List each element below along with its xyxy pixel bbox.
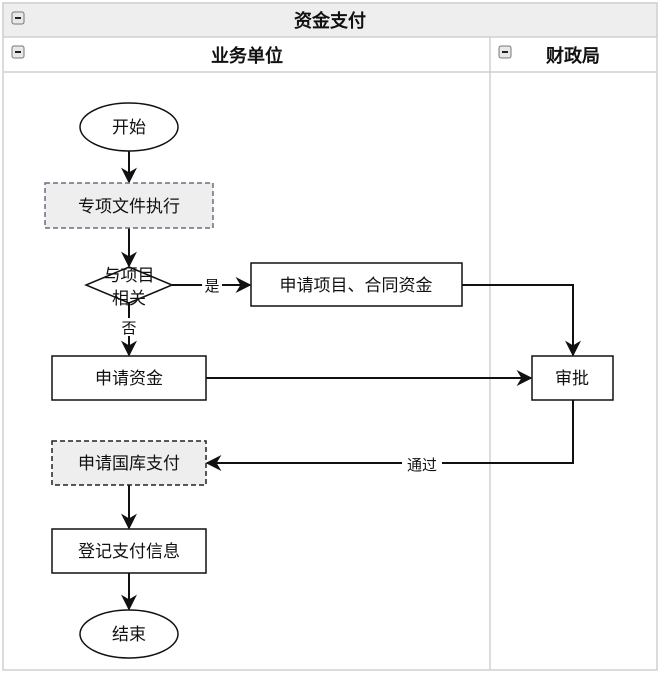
node-start[interactable]: 开始 [79,102,179,152]
node-start-label: 开始 [112,118,146,138]
edge-label-yes: 是 [204,277,219,295]
pool-header [2,2,658,38]
node-special-doc[interactable]: 专项文件执行 [44,182,214,229]
edge-approve-to-treasury [205,400,574,471]
node-apply-project[interactable]: 申请项目、合同资金 [250,262,463,307]
lane-finance-collapse-icon[interactable] [498,45,512,59]
lane-finance-title: 财政局 [546,45,600,67]
node-special-doc-label: 专项文件执行 [78,197,180,217]
node-apply-treasury[interactable]: 申请国库支付 [51,440,207,486]
node-register[interactable]: 登记支付信息 [51,528,207,574]
node-apply-funds-label: 申请资金 [95,369,163,389]
pool-title: 资金支付 [294,10,366,32]
edge-project-to-approve [462,284,581,357]
node-register-label: 登记支付信息 [78,542,180,562]
node-apply-treasury-label: 申请国库支付 [78,454,180,474]
node-end-label: 结束 [112,625,146,645]
node-apply-project-label: 申请项目、合同资金 [280,276,433,296]
lane-business-title: 业务单位 [211,45,283,67]
edge-label-pass: 通过 [407,456,437,474]
node-decision-label-line1: 与项目 [104,266,155,286]
node-decision-label-line2: 相关 [112,289,146,309]
edge-label-no: 否 [121,319,136,337]
node-apply-funds[interactable]: 申请资金 [51,355,207,401]
lane-business-collapse-icon[interactable] [11,45,25,59]
node-end[interactable]: 结束 [79,609,179,659]
node-approve-label: 审批 [555,369,589,389]
pool-collapse-icon[interactable] [11,11,25,25]
node-approve[interactable]: 审批 [531,355,614,401]
node-decision[interactable]: 与项目 相关 [84,266,174,309]
